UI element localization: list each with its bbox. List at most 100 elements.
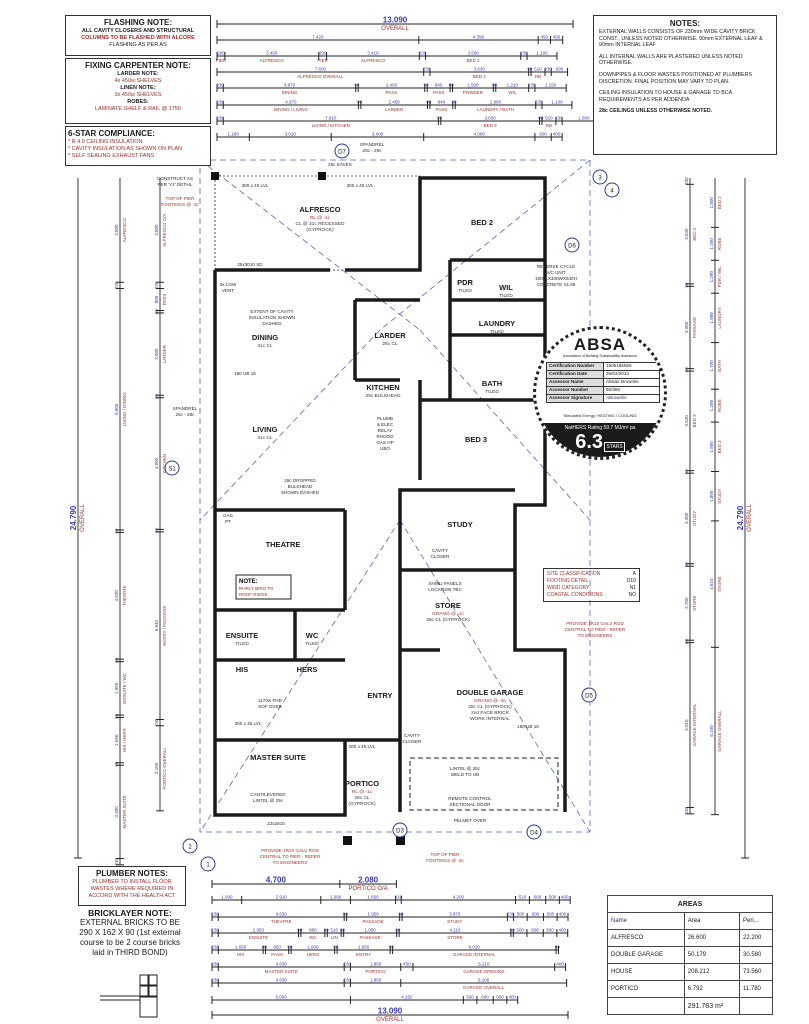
absa-key: Assessor Name (546, 378, 604, 387)
dimension-value: 90 (395, 928, 401, 933)
general-note: ALL INTERNAL WALLS ARE PLASTERED UNLESS … (599, 53, 743, 67)
dimension-value: 1.800 (709, 490, 714, 502)
dimension-label: ALFRESCO (122, 217, 127, 242)
annotation-text: PER 'Y2' DETAIL (157, 182, 193, 187)
room-sublabel: 28c CL (382, 341, 398, 347)
dimension-label: GARAGE OVERALL (717, 710, 722, 752)
dimension-label: POWDER (463, 90, 484, 95)
dimension-value: 230 (211, 912, 219, 917)
dimension-value: 600 (534, 895, 542, 900)
room-label: WIL (499, 283, 513, 292)
room-label: WC (306, 631, 319, 640)
room-label: ALFRESCO (299, 205, 340, 214)
dimension-label: ENTRY / PASSAGE (162, 606, 167, 646)
dimension-label: ROBE (717, 399, 722, 412)
room-sublabel: TILED (235, 641, 249, 647)
absa-rating-band: NatHERS Rating 59.7 MJ/m² pa 6.3 STARS (536, 423, 664, 457)
annotation-text: RELAY (378, 428, 393, 433)
dimension-value: 1.850 (370, 978, 382, 983)
section-marker-label: D3 (396, 829, 404, 835)
six-star-item: * CAVITY INSULATION AS SHOWN ON PLAN (68, 146, 182, 152)
dimension-value: 1.100 (536, 51, 548, 56)
section-marker-icon (334, 143, 350, 159)
dimension-value: 230 (344, 978, 352, 983)
annotation-text: CANTILEVERED (250, 792, 286, 797)
dimension-value: 230 (555, 116, 563, 121)
room-label: HERS (297, 665, 318, 674)
dimension-value: 500 (496, 995, 504, 1000)
dimension-value: 7.910 (325, 116, 337, 121)
dimension-label: THEATRE (271, 919, 292, 924)
dimension-label: ALFRESCO (260, 58, 285, 63)
bricklayer-note-title: BRICKLAYER NOTE: (88, 908, 172, 918)
dimension-label: LIVING / DINING (122, 392, 127, 427)
dimension-value: 90 (527, 67, 533, 72)
annotation-text: TO ENGINEERS (273, 860, 308, 865)
annotation-text: 180 UB 16 (234, 371, 256, 376)
dimension-label: ENTRY (356, 952, 371, 957)
stars-badge: STARS (604, 442, 625, 452)
room-label: LARDER (374, 331, 406, 340)
room-label: LAUNDRY (479, 319, 515, 328)
dimension-value: 13.090 (383, 16, 408, 25)
dimension-label: HIS / HERS (122, 728, 127, 752)
dimension-value: 400 (559, 928, 567, 933)
site-key: WIND CATEGORY (547, 585, 590, 591)
areas-header: Area (683, 912, 740, 930)
dimension-value: 90 (324, 928, 330, 933)
dimension-value: 3.630 (684, 228, 689, 240)
annotation-text: A/C UNIT (546, 270, 566, 275)
dimension-value: 510 (519, 895, 527, 900)
dimension-label: ENSUITE / WC (122, 672, 127, 704)
annotation-text: CLOSER (403, 739, 423, 744)
annotation-text: REVERSE CYCLE (537, 264, 576, 269)
general-note: CEILING INSULATION TO HOUSE & GARAGE TO … (599, 90, 732, 103)
annotation-text: WELD TO UB (451, 772, 479, 777)
dimension-value: 3.800 (114, 224, 119, 236)
annotation-text: PROVIDE 1R10 GALV ROD (566, 621, 624, 626)
dimension-label: GARAGE OPENING (463, 969, 505, 974)
area-perimeter: 11.780 (738, 980, 774, 998)
annotation-text: PROVIDE 1R10 GALV ROD (261, 848, 319, 853)
dimension-value: 90 (154, 528, 159, 534)
area-perimeter: 73.560 (738, 963, 774, 981)
dimension-value: 2.910 (276, 895, 288, 900)
room-sublabel: 31c CL (257, 343, 273, 349)
dimension-label: PASS (271, 952, 283, 957)
dimension-value: 90 (684, 562, 689, 568)
annotation-text: SECTIONAL DOOR (450, 802, 492, 807)
dimension-value: 1.200 (709, 271, 714, 283)
room-label: MASTER SUITE (250, 753, 306, 762)
plumber-notes-title: PLUMBER NOTES: (96, 869, 168, 878)
area-total: 291.783 m² (683, 997, 740, 1015)
annotation-text: 1000LX300WX540H (535, 276, 577, 281)
dimension-value: 1.600 (307, 945, 319, 950)
annotation-text: UBO (380, 446, 390, 451)
dimension-label: OVERALL (381, 26, 409, 32)
dimension-value: 90 (510, 928, 516, 933)
room-label: DINING (252, 333, 278, 342)
area-value: 26.600 (683, 929, 740, 947)
theatre-note: NOTE: RHRLY BIRO TO ROOF RIDGE (235, 574, 292, 600)
dimension-value: 3.300 (684, 512, 689, 524)
dimension-value: 1.660 (367, 895, 379, 900)
annotation-text: 180 UB 16 (517, 724, 539, 729)
annotation-text: SHOWN DASHED (281, 490, 320, 495)
site-value: D10 (626, 578, 636, 584)
dimension-label: PASS (162, 294, 167, 306)
dimension-value: 850 (273, 945, 281, 950)
room-sublabel: 2nd FACE BRICK (471, 710, 510, 716)
dimension-label: DINING (282, 90, 298, 95)
room-label: BATH (482, 379, 502, 388)
flashing-note-title: FLASHING NOTE: (104, 18, 172, 27)
dimension-value: 90 (449, 83, 455, 88)
dimension-value: 90 (389, 945, 395, 950)
dimension-value: 90 (354, 83, 360, 88)
absa-key: Accessor Number (546, 386, 604, 395)
room-sublabel: CL @ 31c RECESSED (296, 221, 345, 227)
dimension-value: 230 (211, 945, 219, 950)
